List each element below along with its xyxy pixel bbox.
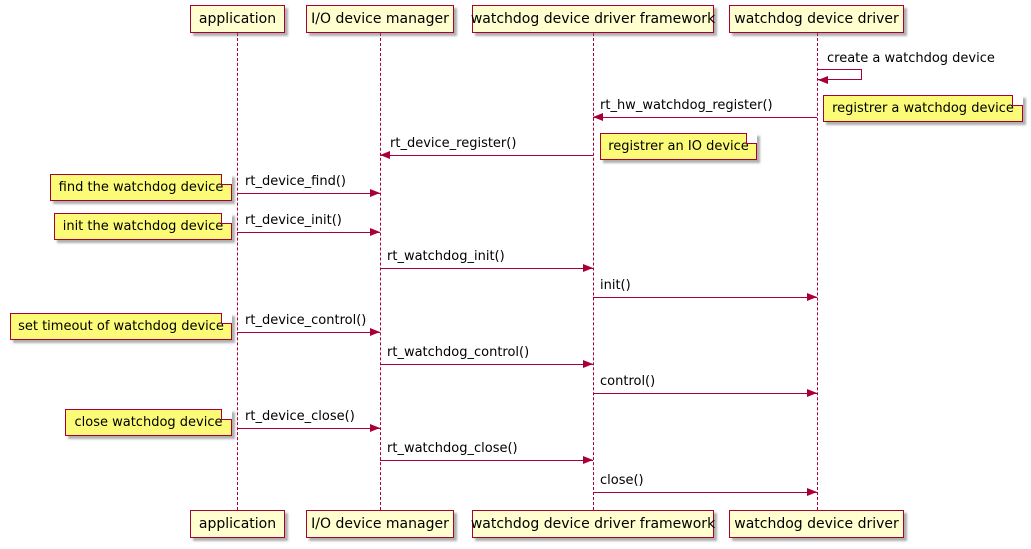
message-line <box>593 297 817 298</box>
note-registrer-a-watchdog-device: registrer a watchdog device <box>823 95 1023 122</box>
note-close-watchdog-device: close watchdog device <box>65 409 232 436</box>
message-label: rt_device_close() <box>245 409 355 424</box>
participant-io-device-manager-top: I/O device manager <box>306 5 454 33</box>
message-label: rt_watchdog_control() <box>387 345 530 360</box>
participant-application-top: application <box>190 5 285 33</box>
note-text: close watchdog device <box>74 415 223 430</box>
participant-label: I/O device manager <box>311 516 449 532</box>
arrowhead <box>370 228 380 236</box>
arrowhead <box>807 488 817 496</box>
participant-label: watchdog device driver <box>734 11 899 27</box>
message-label: rt_device_init() <box>245 213 342 228</box>
note-fold-icon <box>221 174 232 185</box>
message-line <box>380 460 593 461</box>
note-init-the-watchdog-device: init the watchdog device <box>54 213 232 240</box>
note-text: registrer a watchdog device <box>832 101 1014 116</box>
participant-label: application <box>198 516 277 532</box>
message-line <box>593 117 817 118</box>
message-line <box>593 393 817 394</box>
note-find-the-watchdog-device: find the watchdog device <box>50 174 232 201</box>
message-label: rt_watchdog_init() <box>387 249 505 264</box>
arrowhead <box>370 189 380 197</box>
participant-watchdog-driver-top: watchdog device driver <box>729 5 904 33</box>
message-label: create a watchdog device <box>827 51 995 66</box>
message-line <box>237 332 380 333</box>
message-line <box>593 492 817 493</box>
message-line <box>380 155 593 156</box>
message-label: rt_device_find() <box>245 174 346 189</box>
note-set-timeout-of-watchdog-device: set timeout of watchdog device <box>10 313 232 340</box>
arrowhead <box>807 293 817 301</box>
lifeline-watchdog-framework <box>593 33 594 510</box>
message-label: control() <box>600 374 656 389</box>
lifeline-application <box>237 33 238 510</box>
message-label: rt_device_control() <box>245 313 367 328</box>
arrowhead <box>818 76 828 84</box>
note-text: set timeout of watchdog device <box>18 319 224 334</box>
participant-label: watchdog device driver <box>734 516 899 532</box>
arrowhead <box>370 424 380 432</box>
message-line <box>237 232 380 233</box>
note-fold-icon <box>1012 95 1023 106</box>
lifeline-watchdog-driver <box>817 33 818 510</box>
message-label: init() <box>600 278 631 293</box>
note-fold-icon <box>746 133 757 144</box>
participant-watchdog-framework-bottom: watchdog device driver framework <box>470 510 716 538</box>
arrowhead <box>593 113 603 121</box>
note-text: registrer an IO device <box>608 139 749 154</box>
participant-watchdog-framework-top: watchdog device driver framework <box>470 5 716 33</box>
arrowhead <box>807 389 817 397</box>
self-message-loop <box>818 69 862 80</box>
lifeline-io-device-manager <box>380 33 381 510</box>
note-fold-icon <box>221 409 232 420</box>
message-line <box>237 193 380 194</box>
participant-io-device-manager-bottom: I/O device manager <box>306 510 454 538</box>
participant-label: application <box>198 11 277 27</box>
arrowhead <box>370 328 380 336</box>
note-text: init the watchdog device <box>62 219 224 234</box>
arrowhead <box>583 456 593 464</box>
message-label: close() <box>600 473 644 488</box>
participant-label: I/O device manager <box>311 11 449 27</box>
message-label: rt_device_register() <box>390 136 517 151</box>
message-line <box>237 428 380 429</box>
note-fold-icon <box>221 313 232 324</box>
note-text: find the watchdog device <box>58 180 224 195</box>
arrowhead <box>380 151 390 159</box>
participant-watchdog-driver-bottom: watchdog device driver <box>729 510 904 538</box>
message-label: rt_hw_watchdog_register() <box>600 98 773 113</box>
arrowhead <box>583 264 593 272</box>
participant-application-bottom: application <box>190 510 285 538</box>
message-line <box>380 364 593 365</box>
note-registrer-an-io-device: registrer an IO device <box>600 133 757 160</box>
message-label: rt_watchdog_close() <box>387 441 518 456</box>
participant-label: watchdog device driver framework <box>470 11 716 27</box>
message-line <box>380 268 593 269</box>
arrowhead <box>583 360 593 368</box>
participant-label: watchdog device driver framework <box>470 516 716 532</box>
note-fold-icon <box>221 213 232 224</box>
